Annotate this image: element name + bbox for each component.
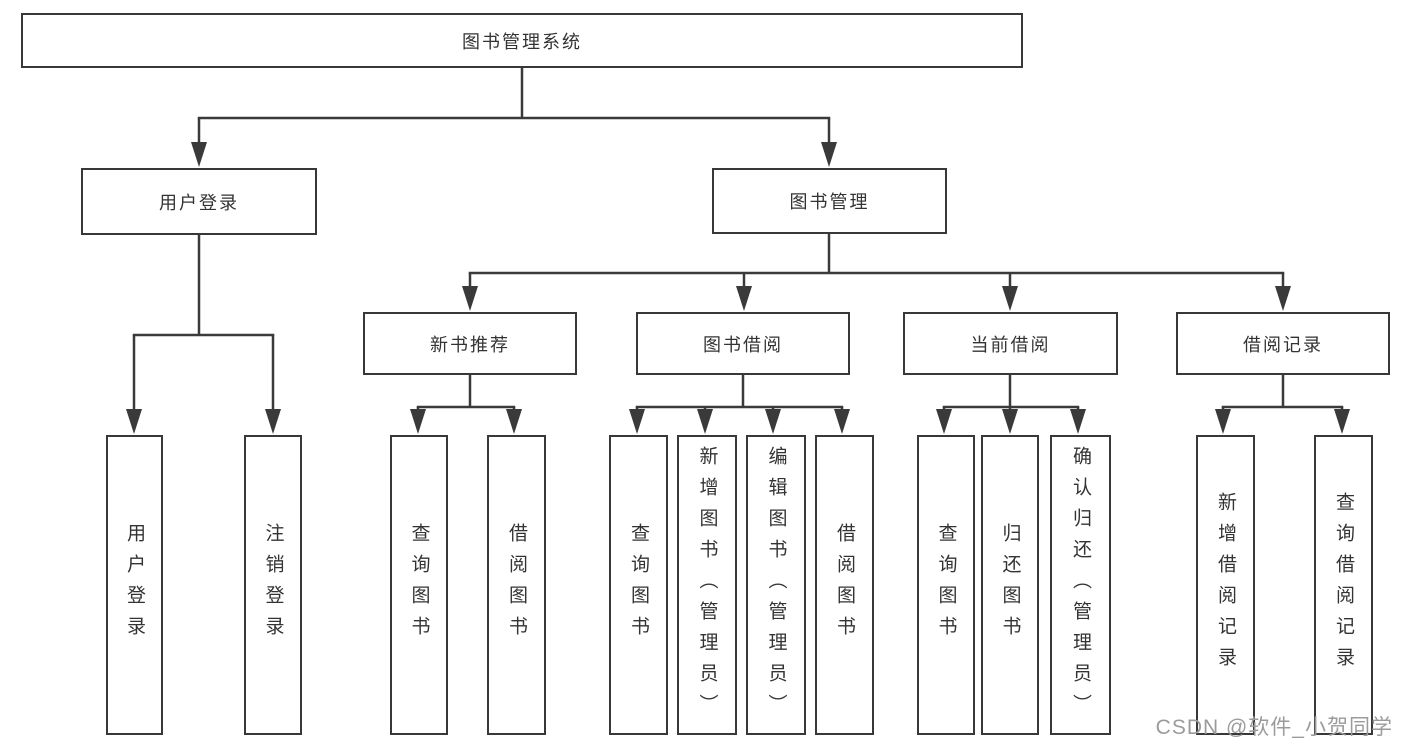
node-borrow-query-books: 查询图书 [609, 435, 668, 735]
arrowhead-icon [697, 409, 713, 434]
node-label: 编辑图书（管理员） [765, 445, 787, 725]
node-borrow-add-books: 新增图书（管理员） [677, 435, 737, 735]
node-borrow-records: 借阅记录 [1176, 312, 1390, 375]
arrowhead-icon [265, 409, 281, 434]
node-book-borrow: 图书借阅 [636, 312, 850, 375]
node-label: 借阅图书 [834, 523, 855, 647]
node-current-return-books: 归还图书 [981, 435, 1039, 735]
node-recommend-query-books: 查询图书 [390, 435, 448, 735]
node-label: 图书管理系统 [462, 31, 582, 52]
arrowhead-icon [629, 409, 645, 434]
arrowhead-icon [126, 409, 142, 434]
arrowhead-icon [1215, 409, 1231, 434]
node-user-login-leaf: 用户登录 [106, 435, 163, 735]
arrowhead-icon [1334, 409, 1350, 434]
node-label: 借阅记录 [1243, 334, 1323, 355]
node-records-add: 新增借阅记录 [1196, 435, 1255, 735]
node-label: 图书借阅 [703, 334, 783, 355]
node-label: 注销登录 [262, 523, 284, 647]
node-label: 新增图书（管理员） [696, 445, 718, 725]
node-user-login: 用户登录 [81, 168, 317, 235]
arrowhead-icon [765, 409, 781, 434]
node-new-book-recommend: 新书推荐 [363, 312, 577, 375]
node-current-confirm-return: 确认归还（管理员） [1050, 435, 1111, 735]
node-label: 查询图书 [628, 523, 649, 647]
node-label: 查询借阅记录 [1333, 492, 1354, 678]
node-borrow-borrow-books: 借阅图书 [815, 435, 874, 735]
node-logout-leaf: 注销登录 [244, 435, 302, 735]
node-current-query-books: 查询图书 [917, 435, 975, 735]
node-label: 用户登录 [159, 192, 239, 213]
arrowhead-icon [462, 286, 478, 311]
node-borrow-edit-books: 编辑图书（管理员） [746, 435, 806, 735]
watermark: CSDN @软件_小贺同学 [1155, 716, 1393, 739]
node-label: 新书推荐 [430, 334, 510, 355]
arrowhead-icon [1275, 286, 1291, 311]
arrowhead-icon [191, 142, 207, 167]
node-label: 确认归还（管理员） [1070, 445, 1091, 725]
node-label: 归还图书 [999, 523, 1021, 647]
arrowhead-icon [1002, 409, 1018, 434]
node-label: 查询图书 [935, 523, 957, 647]
arrowhead-icon [834, 409, 850, 434]
arrowhead-icon [1002, 286, 1018, 311]
node-current-borrow: 当前借阅 [903, 312, 1118, 375]
node-label: 新增借阅记录 [1215, 492, 1236, 678]
arrowhead-icon [936, 409, 952, 434]
arrowhead-icon [821, 142, 837, 167]
node-book-management: 图书管理 [712, 168, 947, 234]
arrowhead-icon [506, 409, 522, 434]
node-label: 用户登录 [124, 523, 145, 647]
arrowhead-icon [1070, 409, 1086, 434]
node-label: 当前借阅 [970, 334, 1051, 355]
node-label: 查询图书 [408, 523, 430, 647]
node-recommend-borrow-books: 借阅图书 [487, 435, 546, 735]
node-records-query: 查询借阅记录 [1314, 435, 1373, 735]
arrowhead-icon [410, 409, 426, 434]
node-label: 图书管理 [789, 192, 870, 212]
arrowhead-icon [736, 286, 752, 311]
node-library-management-system: 图书管理系统 [21, 13, 1023, 68]
node-label: 借阅图书 [506, 523, 527, 647]
